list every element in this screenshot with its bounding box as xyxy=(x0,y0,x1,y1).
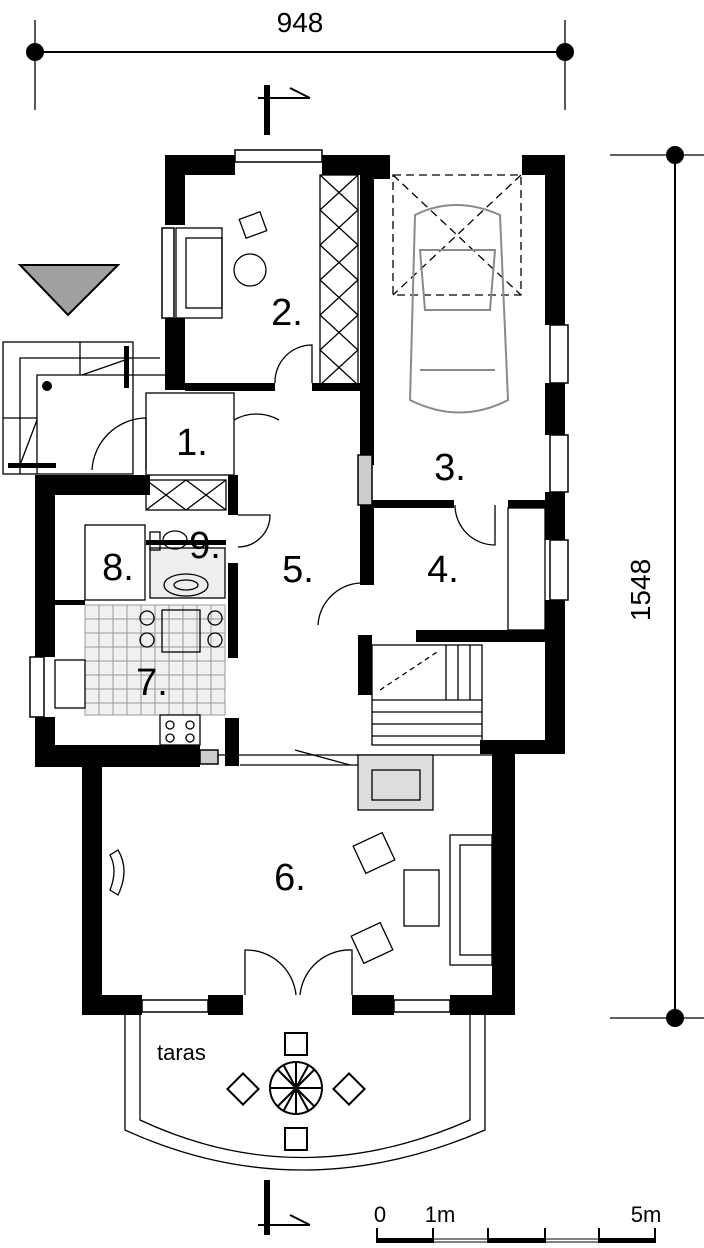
living-room-furniture xyxy=(109,754,493,966)
interior-thin-walls xyxy=(84,174,546,766)
staircase xyxy=(371,644,483,746)
width-dimension-label: 948 xyxy=(277,7,324,38)
windows xyxy=(29,149,569,1013)
room-label-4: 4. xyxy=(427,549,459,591)
exterior-walls xyxy=(35,155,565,1015)
scale-label-0: 0 xyxy=(374,1202,386,1227)
section-marker-top xyxy=(258,85,311,135)
porch-post xyxy=(42,381,52,391)
scale-label-1m: 1m xyxy=(425,1202,456,1227)
section-marker-bottom xyxy=(258,1180,311,1235)
kitchen-floor-tiles xyxy=(84,604,226,716)
scale-bar xyxy=(376,1228,656,1243)
room-label-3: 3. xyxy=(434,447,466,489)
bathroom-fixtures xyxy=(149,530,226,599)
height-dimension xyxy=(610,146,704,1027)
porch-railing xyxy=(8,463,56,468)
room-label-7: 7. xyxy=(136,662,168,704)
room-label-8: 8. xyxy=(102,547,134,589)
entrance-porch xyxy=(2,341,165,475)
entrance-marker-icon xyxy=(17,264,121,317)
room-label-6: 6. xyxy=(274,857,306,899)
kitchen-furniture xyxy=(54,609,223,746)
room-label-1: 1. xyxy=(176,422,208,464)
terrace xyxy=(124,1015,486,1171)
height-dimension-label: 1548 xyxy=(625,559,656,621)
terrace-furniture xyxy=(226,1032,366,1151)
doors xyxy=(91,344,496,996)
car-icon xyxy=(392,174,522,414)
room-label-2: 2. xyxy=(271,292,303,334)
interior-walls xyxy=(55,175,548,695)
scale-label-5m: 5m xyxy=(631,1202,662,1227)
room-label-9: 9. xyxy=(189,525,221,567)
porch-railing xyxy=(124,346,129,388)
width-dimension xyxy=(26,20,574,110)
room2-furniture xyxy=(175,211,268,319)
room-label-5: 5. xyxy=(282,549,314,591)
terrace-label: taras xyxy=(157,1040,206,1065)
